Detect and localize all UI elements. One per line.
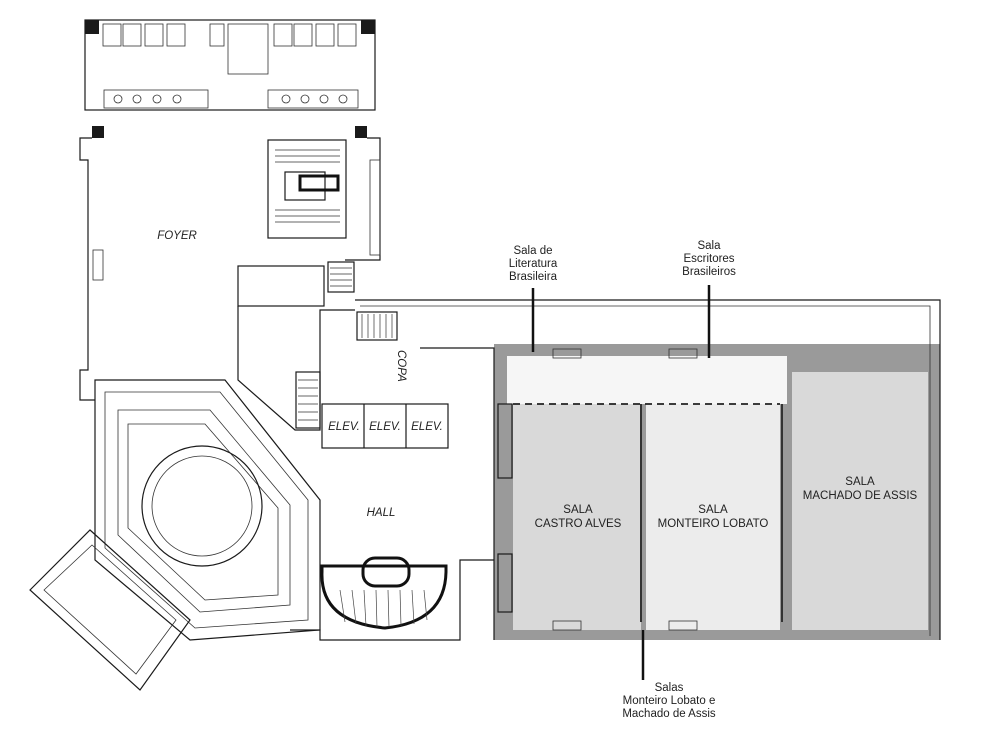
hall-label: HALL bbox=[366, 507, 396, 519]
sala-castro-alves-label: SALA CASTRO ALVES bbox=[534, 504, 622, 530]
window-south-1 bbox=[552, 620, 582, 631]
entrance-canopy bbox=[29, 529, 191, 691]
sinks bbox=[113, 94, 348, 104]
sala-monteiro-lobato-label: SALA MONTEIRO LOBATO bbox=[657, 504, 769, 530]
foyer-wall-west bbox=[79, 137, 95, 401]
hall-east-wall bbox=[420, 347, 495, 640]
sala-monteiro-lobato-area bbox=[646, 404, 780, 630]
castro-alves-west-wall-2 bbox=[497, 553, 513, 613]
foyer-wall-east bbox=[345, 137, 381, 261]
stair-treads bbox=[275, 149, 340, 223]
restroom-block bbox=[84, 19, 376, 111]
callout-literatura: Sala de Literatura Brasileira bbox=[508, 245, 558, 283]
copa-stair-treads bbox=[361, 314, 393, 338]
callout-escritores: Sala Escritores Brasileiros bbox=[682, 240, 736, 278]
copa-label: COPA bbox=[395, 350, 407, 382]
hall-south-wall bbox=[290, 559, 494, 641]
service-stair-treads bbox=[330, 267, 352, 287]
spiral-core bbox=[361, 556, 411, 588]
sala-machado-de-assis-area bbox=[792, 372, 928, 630]
spiral-treads bbox=[339, 589, 428, 628]
foyer-window-west bbox=[92, 249, 104, 281]
auditorium-mid bbox=[104, 391, 309, 629]
elevator-bank bbox=[321, 403, 449, 449]
elevator-label-2: ELEV. bbox=[369, 421, 401, 433]
copa-stair bbox=[356, 311, 398, 341]
auditorium-inner bbox=[117, 409, 291, 613]
entrance-canopy-inner bbox=[43, 544, 177, 675]
sink-counter-left bbox=[103, 89, 209, 109]
auditorium-ring-inner bbox=[151, 455, 253, 557]
callout-leaders bbox=[531, 285, 711, 680]
stair-west-hall bbox=[295, 371, 321, 429]
callout-salas-ml-ma: Salas Monteiro Lobato e Machado de Assis bbox=[622, 682, 716, 720]
north-corridor-inner bbox=[360, 305, 931, 636]
stair-core bbox=[267, 139, 347, 239]
stair-west-hall-treads bbox=[298, 379, 318, 421]
castro-alves-west-wall bbox=[497, 403, 513, 479]
restroom-stalls-right bbox=[273, 23, 357, 47]
building-walls bbox=[29, 19, 941, 691]
corner-pillar-ne bbox=[361, 20, 375, 34]
auditorium-stage bbox=[127, 423, 279, 601]
stair-landing bbox=[298, 174, 340, 192]
sala-machado-de-assis-label: SALA MACHADO DE ASSIS bbox=[802, 476, 918, 502]
foyer-label: FOYER bbox=[157, 230, 197, 242]
restroom-stalls-left bbox=[102, 23, 225, 47]
window-north-2 bbox=[668, 348, 698, 359]
corner-pillar-e bbox=[355, 126, 367, 138]
foyer-window-east bbox=[369, 159, 381, 256]
north-corridor-wall bbox=[355, 299, 941, 640]
auditorium-outer bbox=[94, 379, 321, 641]
service-room bbox=[237, 265, 325, 307]
corner-pillar-nw bbox=[85, 20, 99, 34]
auditorium-ring-outer bbox=[141, 445, 263, 567]
spiral-stair bbox=[320, 564, 448, 630]
service-wall bbox=[237, 306, 355, 431]
service-stair bbox=[327, 261, 355, 293]
sala-castro-alves-area bbox=[513, 404, 641, 630]
corner-pillar-w bbox=[92, 126, 104, 138]
elevator-label-3: ELEV. bbox=[411, 421, 443, 433]
gallery-block bbox=[494, 344, 940, 640]
accessible-wc bbox=[227, 23, 269, 75]
gallery-corridor bbox=[507, 356, 787, 404]
elevator-label-1: ELEV. bbox=[328, 421, 360, 433]
stair-inner bbox=[284, 171, 326, 201]
window-south-2 bbox=[668, 620, 698, 631]
window-north-1 bbox=[552, 348, 582, 359]
sink-counter-right bbox=[267, 89, 359, 109]
